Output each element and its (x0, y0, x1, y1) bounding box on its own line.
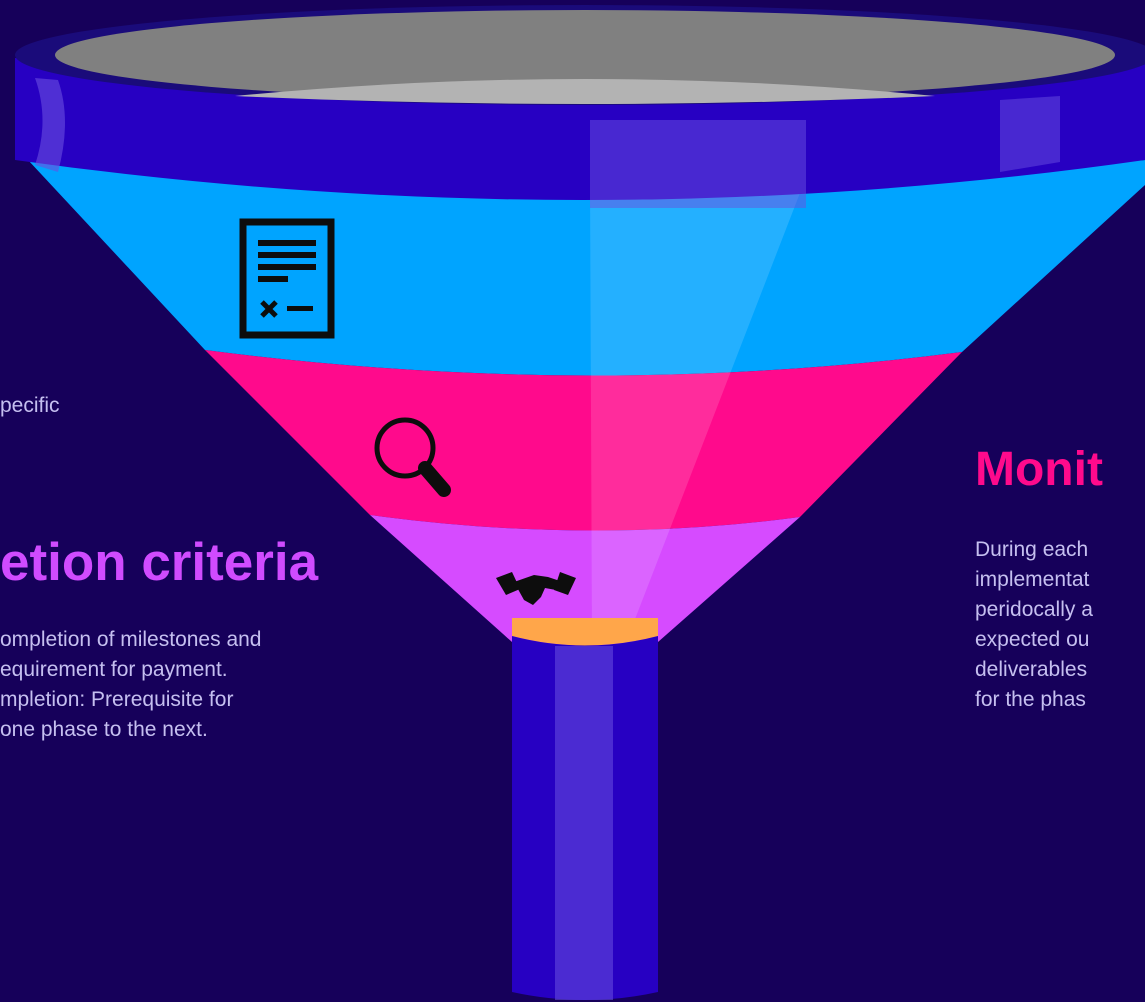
funnel-band-pink (205, 350, 962, 531)
left-body-text: ompletion of milestones and equirement f… (0, 625, 262, 745)
right-line: deliverables (975, 658, 1088, 681)
right-body-text: During each implementat peridocally a ex… (975, 535, 1093, 715)
right-line: implementat (975, 568, 1090, 591)
left-line: mpletion: Prerequisite for (0, 688, 234, 711)
funnel-neck (512, 618, 658, 646)
funnel-opening-inner (235, 79, 935, 104)
funnel-band-purple (370, 515, 800, 646)
right-line: During each (975, 538, 1089, 561)
right-line: for the phas (975, 688, 1086, 711)
right-heading: Monit (975, 443, 1103, 496)
left-line: ompletion of milestones and (0, 628, 262, 651)
left-heading: etion criteria (0, 533, 319, 592)
document-icon (239, 218, 335, 339)
left-line: one phase to the next. (0, 718, 208, 741)
rim-highlight-center (590, 120, 806, 208)
right-line: expected ou (975, 628, 1090, 651)
left-fragment-text: pecific (0, 394, 60, 417)
pipe-highlight (555, 646, 613, 1000)
handshake-icon (496, 572, 576, 605)
left-line: equirement for payment. (0, 658, 228, 681)
funnel-opening (55, 10, 1115, 100)
funnel-highlight (590, 180, 805, 645)
rim-highlight (35, 78, 65, 172)
funnel-band-blue (28, 160, 1145, 376)
magnifier-icon (374, 417, 451, 497)
rim-highlight-right (1000, 96, 1060, 172)
right-line: peridocally a (975, 598, 1093, 621)
